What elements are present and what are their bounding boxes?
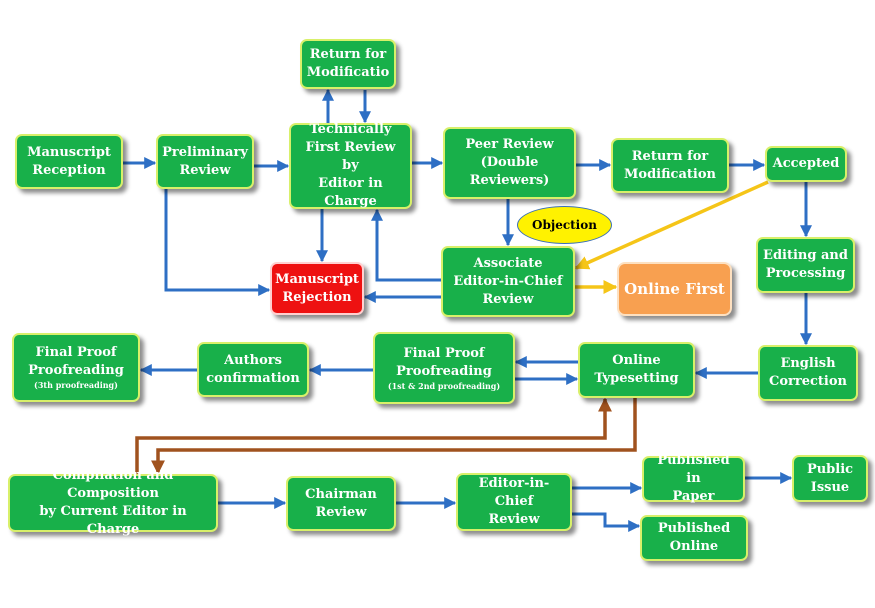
preliminary-review-node: Preliminary Review xyxy=(156,134,254,189)
compilation-and-composition-node: Compilation and Composition by Current E… xyxy=(8,468,218,537)
online-first-label: Online First xyxy=(624,280,725,298)
online-typesetting-node: Online Typesetting xyxy=(578,342,695,398)
manuscript-reception-node: Manuscript Reception xyxy=(15,134,123,189)
online-first-node: Online First xyxy=(617,262,732,316)
technically-first-review-node: Technically First Review by Editor in Ch… xyxy=(289,122,412,209)
public-issue-label: Public Issue xyxy=(806,461,854,495)
arrow-preliminary-review-to-manuscript-rejection xyxy=(164,189,271,296)
editing-and-processing-label: Editing and Processing xyxy=(763,248,848,281)
editor-in-chief-review-node: Editor-in-Chief Review xyxy=(456,473,572,531)
chairman-review-label: Chairman Review xyxy=(305,486,377,520)
manuscript-rejection-label: Manuscript Rejection xyxy=(275,271,359,305)
return-for-modification-top-node: Return for Modificatio xyxy=(300,39,396,89)
editor-in-chief-review-label: Editor-in-Chief Review xyxy=(478,476,550,527)
final-proof-proofreading-1st-2nd-node: Final Proof Proofreading (1st & 2nd proo… xyxy=(373,332,515,404)
return-for-modification-mid-node: Return for Modification xyxy=(611,138,729,193)
authors-confirmation-label: Authors confirmation xyxy=(206,352,300,386)
preliminary-review-label: Preliminary Review xyxy=(162,144,248,178)
final-proof-proofreading-3rd-note: (3th proofreading) xyxy=(34,380,118,390)
final-proof-proofreading-1st-2nd-note: (1st & 2nd proofreading) xyxy=(387,380,501,391)
technically-first-review-label: Technically First Review by Editor in Ch… xyxy=(305,122,396,209)
return-for-modification-top-label: Return for Modificatio xyxy=(306,47,390,80)
published-in-paper-node: Published in Paper xyxy=(642,453,745,504)
published-online-label: Published Online xyxy=(657,521,731,554)
published-in-paper-label: Published in Paper xyxy=(657,453,730,504)
peer-review-label: Peer Review (Double Reviewers) xyxy=(465,137,554,188)
return-for-modification-mid-label: Return for Modification xyxy=(624,148,716,182)
arrow-eic-review-to-published-online xyxy=(572,512,641,532)
english-correction-label: English Correction xyxy=(769,356,847,389)
accepted-label: Accepted xyxy=(772,156,840,171)
compilation-and-composition-label: Compilation and Composition by Current E… xyxy=(39,468,187,537)
objection-label: Objection xyxy=(532,218,597,232)
chairman-review-node: Chairman Review xyxy=(286,476,396,531)
objection-ellipse: Objection xyxy=(517,206,612,244)
arrow-associate-eic-review-to-technically-first-review xyxy=(371,208,441,282)
final-proof-proofreading-3rd-node: Final Proof Proofreading (3th proofreadi… xyxy=(12,333,140,402)
final-proof-proofreading-3rd-label: Final Proof Proofreading xyxy=(28,345,124,378)
online-typesetting-label: Online Typesetting xyxy=(594,353,679,386)
english-correction-node: English Correction xyxy=(758,345,858,401)
published-online-node: Published Online xyxy=(640,515,748,561)
final-proof-proofreading-1st-2nd-label: Final Proof Proofreading xyxy=(396,345,492,379)
associate-editor-in-chief-review-node: Associate Editor-in-Chief Review xyxy=(441,246,575,317)
arrow-accepted-to-associate-eic-review xyxy=(574,180,769,270)
arrow-compilation-to-online-typesetting xyxy=(135,397,612,474)
associate-editor-in-chief-review-label: Associate Editor-in-Chief Review xyxy=(453,255,563,307)
editing-and-processing-node: Editing and Processing xyxy=(756,237,855,293)
accepted-node: Accepted xyxy=(765,146,847,182)
manuscript-rejection-node: Manuscript Rejection xyxy=(270,262,364,315)
manuscript-reception-label: Manuscript Reception xyxy=(27,144,111,178)
peer-review-node: Peer Review (Double Reviewers) xyxy=(443,127,576,199)
authors-confirmation-node: Authors confirmation xyxy=(197,342,309,397)
public-issue-node: Public Issue xyxy=(792,455,868,502)
arrow-online-typesetting-to-compilation xyxy=(151,398,637,475)
